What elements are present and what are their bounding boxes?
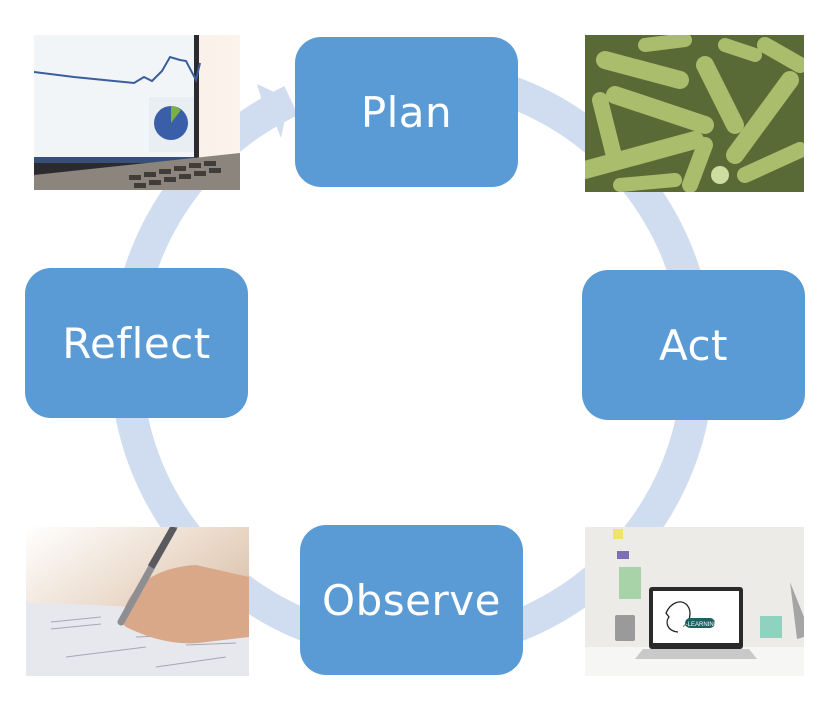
- stage-act-label: Act: [658, 320, 729, 370]
- stage-act: Act: [582, 270, 805, 420]
- stage-reflect: Reflect: [25, 268, 248, 418]
- stage-plan: Plan: [295, 37, 518, 187]
- arrowhead-icon: [257, 84, 298, 138]
- elearning-laptop-image: E-LEARNING: [585, 527, 804, 676]
- stage-plan-label: Plan: [360, 87, 453, 137]
- stage-reflect-label: Reflect: [62, 318, 211, 368]
- stage-observe: Observe: [300, 525, 523, 675]
- bacteria-image: [585, 35, 804, 192]
- writing-form-image: [26, 527, 249, 676]
- elearning-screen-text: E-LEARNING: [682, 622, 719, 628]
- stage-observe-label: Observe: [322, 575, 501, 625]
- analytics-laptop-image: [34, 35, 240, 190]
